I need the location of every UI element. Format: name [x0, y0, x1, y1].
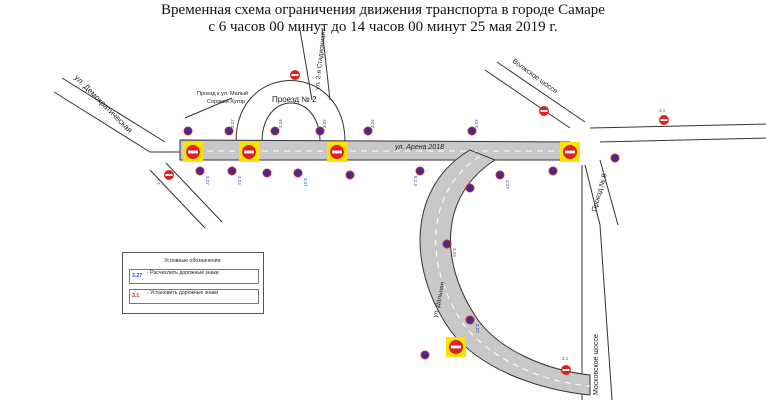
sign-code-label: 3.27	[303, 178, 308, 187]
no-entry-sign-icon	[560, 142, 580, 162]
proezd2-inner	[261, 102, 321, 143]
uncover-sign-icon	[415, 166, 425, 176]
stadionnaya-edge-1	[299, 29, 313, 101]
east-road-edge-2	[599, 137, 766, 143]
sign-code-label: 3.24	[370, 119, 375, 128]
no-entry-sign-icon	[446, 337, 466, 357]
uncover-sign-icon	[345, 170, 355, 180]
proezd2-outer	[235, 80, 346, 143]
no-entry-small-icon	[164, 170, 174, 180]
no-entry-small-icon	[539, 106, 549, 116]
legend: Условные обозначения: 3.27 - Расчехлить …	[122, 252, 264, 314]
uncover-sign-icon	[270, 126, 280, 136]
proezd8-edge-1	[584, 164, 601, 226]
legend-title: Условные обозначения:	[164, 258, 222, 264]
no-entry-small-icon	[659, 115, 669, 125]
no-entry-small-icon	[290, 70, 300, 80]
demokraticheskaya-edge-2	[53, 91, 151, 153]
stadionnaya-edge-2	[321, 27, 331, 101]
uncover-sign-icon	[465, 315, 475, 325]
street-label-proezd2: Проезд № 2	[272, 95, 317, 104]
street-label-demokraticheskaya: ул. Демократическая	[73, 73, 135, 135]
no-entry-sign-icon	[239, 142, 259, 162]
no-entry-sign-icon	[327, 142, 347, 162]
sign-code-label-red: 3.1	[659, 108, 666, 113]
street-label-hutor-2: Сорокин Хутор	[207, 99, 245, 105]
sign-code-label: 3.27	[230, 119, 235, 128]
demokraticheskaya-edge-1	[61, 77, 166, 143]
uncover-sign-icon	[495, 170, 505, 180]
uncover-sign-icon	[183, 126, 193, 136]
sign-code-label: 3.24	[452, 248, 457, 257]
uncover-sign-icon	[442, 239, 452, 249]
arena-road	[150, 139, 576, 161]
no-entry-small-icon	[561, 365, 571, 375]
no-entry-signs-highlighted	[183, 142, 580, 357]
street-label-proezd8: Проезд № 8	[591, 173, 609, 213]
legend-row-uncover: 3.27 - Расчехлить дорожные знаки	[129, 269, 259, 284]
volzhskoe-edge-1	[484, 69, 571, 129]
sign-code-label: 3.24	[278, 119, 283, 128]
demokraticheskaya-south-edge-1	[149, 169, 206, 229]
east-road-edge-1	[589, 123, 766, 129]
legend-code: 3.27	[132, 273, 143, 279]
moskovskoe-edge-2	[599, 224, 613, 400]
page-title: Временная схема ограничения движения тра…	[0, 2, 766, 36]
no-entry-sign-icon	[183, 142, 203, 162]
sign-code-label-red: 1.1	[156, 178, 161, 185]
uncover-sign-icon	[465, 183, 475, 193]
sign-code-label: 3.24	[237, 176, 242, 185]
uncover-signs	[183, 126, 620, 360]
uncover-sign-icon	[315, 126, 325, 136]
uncover-sign-icon	[548, 166, 558, 176]
legend-text: - Расчехлить дорожные знаки	[147, 270, 219, 276]
dalnyaya-road	[419, 149, 591, 396]
sign-code-label: 3.27	[205, 176, 210, 185]
sign-code-label: 3.27	[474, 119, 479, 128]
legend-text: - Установить дорожные знаки	[147, 290, 219, 296]
legend-code: 3.1	[132, 293, 140, 299]
volzhskoe-edge-2	[496, 61, 586, 123]
street-label-moskovskoe: Московское шоссе	[593, 334, 600, 395]
sign-code-label: 3.27	[475, 324, 480, 333]
uncover-sign-icon	[420, 350, 430, 360]
sign-code-label: 8.2.3	[413, 176, 418, 187]
uncover-sign-icon	[195, 166, 205, 176]
title-line-1: Временная схема ограничения движения тра…	[161, 2, 605, 18]
hutor-road	[184, 97, 233, 119]
demokraticheskaya-south-edge-2	[165, 162, 223, 223]
sign-code-label-red: 3.1	[562, 356, 569, 361]
uncover-sign-icon	[467, 126, 477, 136]
uncover-sign-icon	[610, 153, 620, 163]
legend-row-install: 3.1 - Установить дорожные знаки	[129, 289, 259, 304]
no-entry-signs-small	[164, 70, 669, 375]
uncover-sign-icon	[262, 168, 272, 178]
title-line-2: с 6 часов 00 минут до 14 часов 00 минут …	[208, 19, 558, 35]
uncover-sign-icon	[227, 166, 237, 176]
proezd8-edge-2	[599, 159, 619, 226]
uncover-sign-icon	[363, 126, 373, 136]
sign-code-label: 3.27	[322, 119, 327, 128]
thin-streets	[53, 27, 766, 400]
uncover-sign-icon	[293, 168, 303, 178]
sign-code-label: 3.27	[505, 180, 510, 189]
street-label-arena: ул. Арена 2018	[394, 144, 444, 151]
street-label-hutor: Проезд к ул. Малый	[197, 90, 248, 97]
uncover-sign-icon	[224, 126, 234, 136]
